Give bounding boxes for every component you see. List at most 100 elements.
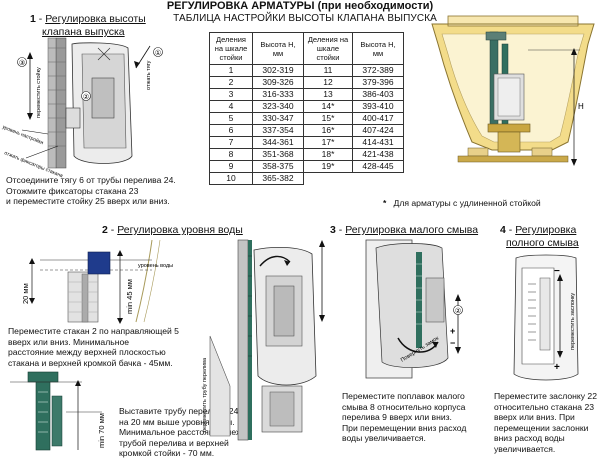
- page-title: РЕГУЛИРОВКА АРМАТУРЫ (при необходимости): [166, 0, 434, 12]
- section-1-heading: 1 - Регулировка высоты: [30, 13, 146, 25]
- instruction-line: расстояние между верхней плоскостью: [8, 347, 166, 357]
- section-2-heading: 2 - Регулировка уровня воды: [102, 224, 243, 236]
- instruction-line: Переместите заслонку 22: [494, 391, 597, 401]
- label-water-level: уровень воды: [138, 263, 173, 269]
- instruction-line: вверх или вниз. Минимальное: [8, 336, 130, 347]
- table-cell: 309-326: [252, 76, 304, 89]
- table-cell: 393-410: [352, 100, 404, 113]
- tank-cross-section-figure: H: [431, 15, 595, 166]
- label-move-stand: переместить стойку: [35, 67, 42, 118]
- valve-height-table: Деления на шкале стойки Высота Н, мм Дел…: [209, 32, 404, 185]
- instruction-line: Отсоедините тягу 6 от трубы перелива 24.: [6, 175, 176, 185]
- table-cell: 18*: [303, 148, 353, 161]
- table-cell: 358-375: [252, 160, 304, 173]
- table-cell: 421-438: [352, 148, 404, 161]
- label-20mm: 20 мм: [21, 283, 30, 304]
- table-cell: 414-431: [352, 136, 404, 149]
- plus-label-s4: +: [554, 362, 560, 373]
- table-cell: 7: [209, 136, 253, 149]
- label-move-flap: переместить заслонку: [570, 293, 576, 350]
- full-flush-figure: − + переместить заслонку: [513, 254, 579, 381]
- table-header-cell: Деления на шкале стойки: [209, 32, 253, 65]
- section-2-label: Регулировка уровня воды: [117, 224, 243, 236]
- table-header-cell: Высота Н, мм: [252, 32, 304, 65]
- table-cell: 372-389: [352, 64, 404, 77]
- table-cell: 11: [303, 64, 353, 77]
- label-move-pipe: переместить трубу перелива: [202, 357, 208, 432]
- water-level-figure: 20 мм min 45 мм уровень воды: [21, 239, 173, 324]
- table-cell: 6: [209, 124, 253, 137]
- table-cell: 16*: [303, 124, 353, 137]
- instruction-line: Переместите поплавок малого: [342, 391, 465, 401]
- table-cell: 330-347: [252, 112, 304, 125]
- instruction-line: стакана и верхней кромкой бачка - 45мм.: [8, 357, 173, 368]
- table-cell: 3: [209, 88, 253, 101]
- instruction-line: При перемещении вниз расход: [342, 422, 467, 433]
- section-4-instructions: Переместите заслонку 22 относительно ста…: [494, 391, 597, 454]
- table-footnote: * Для арматуры с удлиненной стойкой: [383, 198, 541, 209]
- section-3-instructions: Переместите поплавок малого смыва 8 отно…: [342, 391, 466, 444]
- instruction-line: Минимальное расстояние между: [119, 427, 252, 437]
- table-cell: [353, 173, 404, 185]
- minus-label-s3: −: [450, 338, 455, 348]
- table-header-row: Деления на шкале стойки Высота Н, мм Дел…: [209, 32, 404, 65]
- table-cell: 407-424: [352, 124, 404, 137]
- table-header-cell: Деления на шкале стойки: [303, 32, 353, 65]
- instruction-line: относительно стакана 23: [494, 401, 595, 412]
- label-min-70mm: min 70 мм: [97, 413, 106, 448]
- table-cell: 19*: [303, 160, 353, 173]
- small-flush-figure: ② + − Повернуть замок: [365, 239, 463, 379]
- table-cell: 15*: [303, 112, 353, 125]
- instruction-line: вверх или вниз. При: [494, 412, 575, 422]
- circle-3-label-a: ③: [19, 59, 25, 67]
- table-cell: 351-368: [252, 148, 304, 161]
- circle-2-label-s3: ②: [455, 307, 461, 315]
- section-1-instructions: Отсоедините тягу 6 от трубы перелива 24.…: [6, 175, 176, 207]
- table-cell: 4: [209, 100, 253, 113]
- instruction-line: Отожмите фиксаторы стакана 23: [6, 185, 139, 196]
- table-cell: 344-361: [252, 136, 304, 149]
- minus-label-s4: −: [554, 266, 560, 277]
- table-cell: 1: [209, 64, 253, 77]
- table-title: ТАБЛИЦА НАСТРОЙКИ ВЫСОТЫ КЛАПАНА ВЫПУСКА: [173, 13, 437, 24]
- label-pull-rod: отжать тягу: [146, 60, 152, 90]
- overflow-pipe-figure: min 70 мм: [10, 371, 106, 451]
- table-cell: 12: [303, 76, 353, 89]
- instruction-line: Выставите трубу перелива 24: [119, 406, 239, 416]
- section-4-label-line1: Регулировка: [515, 224, 577, 236]
- section-4-number: 4: [500, 224, 506, 236]
- table-cell: 365-382: [252, 172, 304, 185]
- table-cell: 386-403: [352, 88, 404, 101]
- section-3-label: Регулировка малого смыва: [345, 224, 479, 236]
- section-3-heading: 3 - Регулировка малого смыва: [330, 224, 479, 236]
- section-1-number: 1: [30, 13, 36, 25]
- instruction-line: трубой перелива и верхней: [119, 437, 229, 448]
- instruction-line: и переместите стойку 25 вверх или вниз.: [6, 196, 170, 206]
- instruction-line: перемещении заслонки: [494, 422, 589, 433]
- table-cell: 428-445: [352, 160, 404, 173]
- instruction-line: вниз расход воды: [494, 433, 565, 443]
- section-3-number: 3: [330, 224, 336, 236]
- section-1-figure: ③ ① ② переместить стойку отжать тягу уро…: [1, 37, 163, 179]
- table-cell: 10: [209, 172, 253, 185]
- circle-1-label: ①: [155, 49, 161, 57]
- section-1-label-line1: Регулировка высоты: [45, 13, 146, 25]
- table-header-cell: Высота Н, мм: [352, 32, 404, 65]
- table-cell: [304, 173, 353, 185]
- footnote-star: *: [383, 198, 387, 208]
- section-4-heading-line2: полного смыва: [506, 237, 579, 249]
- table-cell: 379-396: [352, 76, 404, 89]
- section-2-number: 2: [102, 224, 108, 236]
- section-2a-instructions: Переместите стакан 2 по направляющей 5 в…: [8, 326, 179, 368]
- instruction-line: Переместите стакан 2 по направляющей 5: [8, 326, 179, 336]
- label-min-45mm: min 45 мм: [125, 279, 134, 314]
